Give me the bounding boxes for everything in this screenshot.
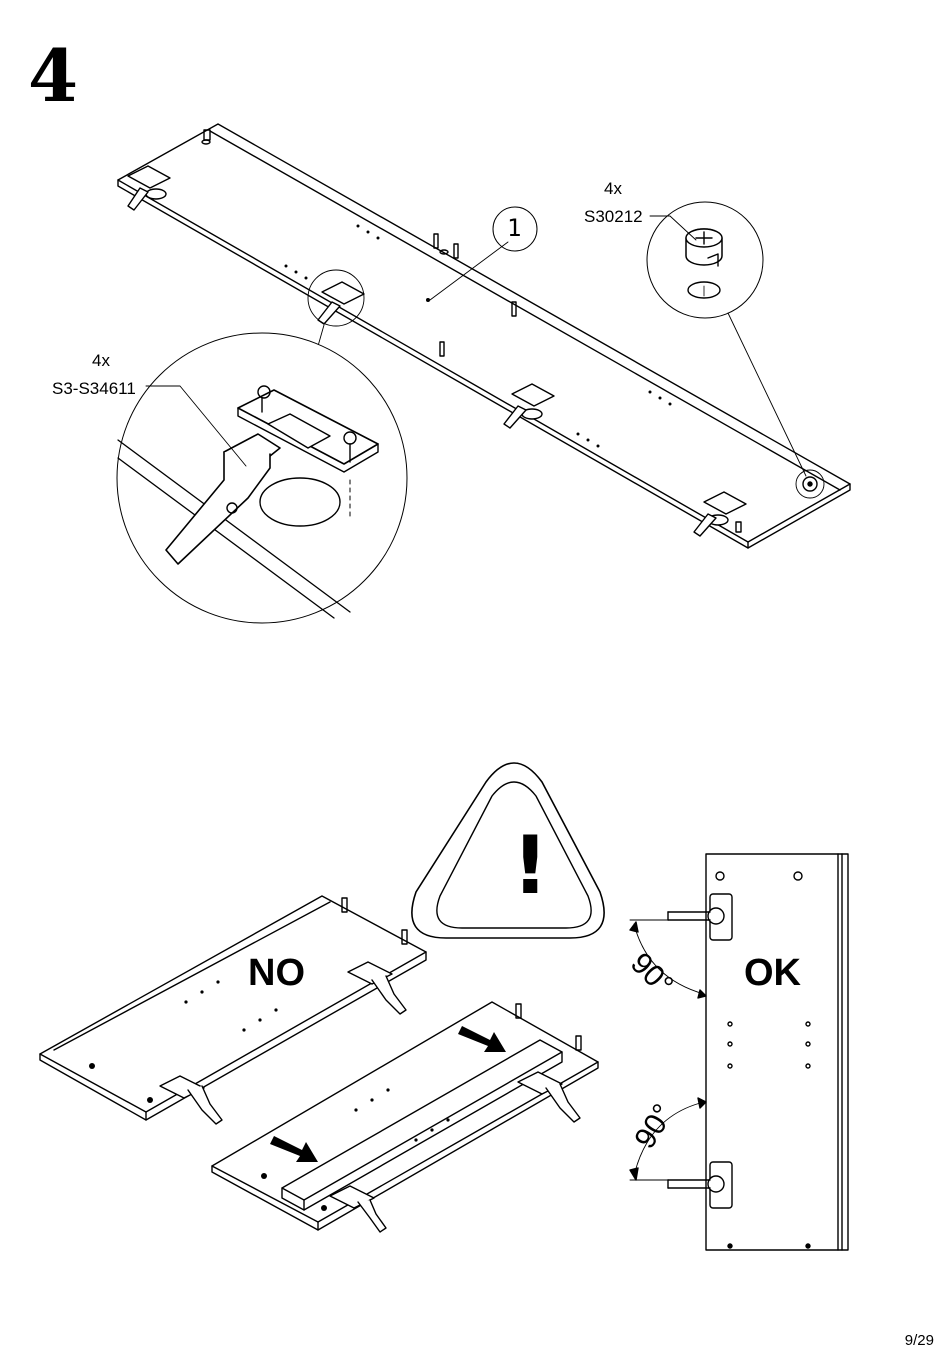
cam-quantity: 4x <box>604 180 622 197</box>
wrong-label: NO <box>248 954 305 992</box>
warning-symbol: ! <box>512 826 548 906</box>
cam-part-code: S30212 <box>584 208 643 225</box>
correct-label: OK <box>744 954 801 992</box>
part-number: 1 <box>507 216 521 240</box>
hinge-part-code: S3-S34611 <box>52 380 136 397</box>
warning-triangle-icon <box>412 763 604 938</box>
cam-zoom-detail <box>647 202 763 318</box>
hinge-zoom-detail <box>117 333 407 623</box>
correct-example-panel <box>668 854 848 1250</box>
page-number: 9/29 <box>905 1332 934 1349</box>
cam-lock-icon <box>803 477 817 491</box>
hinge-quantity: 4x <box>92 352 110 369</box>
